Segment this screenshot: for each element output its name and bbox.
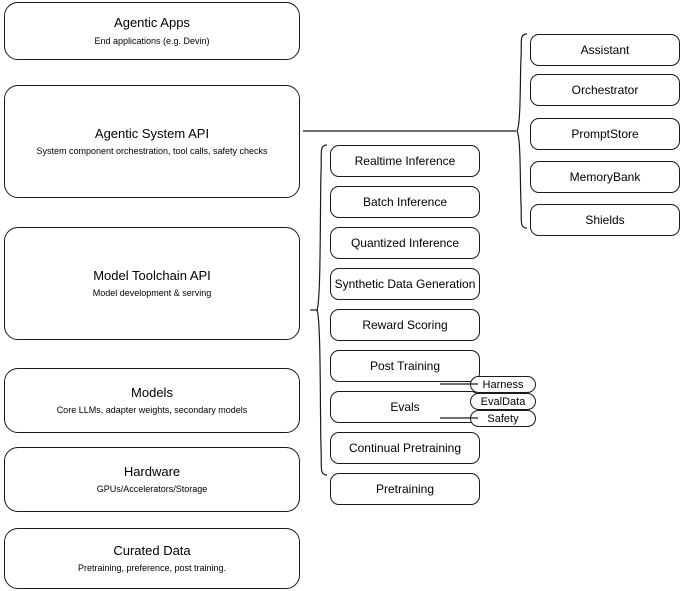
capability-label: Synthetic Data Generation bbox=[334, 276, 476, 291]
capability-label: Evals bbox=[390, 399, 420, 414]
layer-hardware[interactable]: Hardware GPUs/Accelerators/Storage bbox=[4, 447, 300, 512]
capability-batch-inference[interactable]: Batch Inference bbox=[330, 186, 480, 218]
badge-label: EvalData bbox=[480, 395, 526, 408]
capability-label: Batch Inference bbox=[362, 194, 448, 209]
capability-label: Quantized Inference bbox=[350, 235, 460, 250]
layer-subtitle: End applications (e.g. Devin) bbox=[94, 35, 210, 46]
capability-label: Pretraining bbox=[375, 481, 435, 496]
capability-continual-pretraining[interactable]: Continual Pretraining bbox=[330, 432, 480, 464]
layer-subtitle: Core LLMs, adapter weights, secondary mo… bbox=[56, 405, 248, 415]
capability-realtime-inference[interactable]: Realtime Inference bbox=[330, 145, 480, 177]
layer-title: Agentic Apps bbox=[114, 15, 190, 31]
layer-agentic-system-api[interactable]: Agentic System API System component orch… bbox=[4, 85, 300, 198]
component-promptstore[interactable]: PromptStore bbox=[530, 118, 680, 150]
badge-harness[interactable]: Harness bbox=[470, 376, 536, 393]
capability-synthetic-data-generation[interactable]: Synthetic Data Generation bbox=[330, 268, 480, 300]
layer-curated-data[interactable]: Curated Data Pretraining, preference, po… bbox=[4, 528, 300, 589]
layer-models[interactable]: Models Core LLMs, adapter weights, secon… bbox=[4, 368, 300, 433]
component-shields[interactable]: Shields bbox=[530, 204, 680, 236]
layer-title: Agentic System API bbox=[94, 125, 210, 141]
badge-label: Harness bbox=[482, 378, 524, 391]
layer-subtitle: Model development & serving bbox=[92, 288, 212, 298]
brace-system-components bbox=[516, 33, 528, 229]
component-label: Orchestrator bbox=[571, 82, 639, 97]
component-assistant[interactable]: Assistant bbox=[530, 34, 680, 66]
capability-evals[interactable]: Evals bbox=[330, 391, 480, 423]
capability-label: Realtime Inference bbox=[354, 153, 456, 168]
capability-reward-scoring[interactable]: Reward Scoring bbox=[330, 309, 480, 341]
capability-label: Reward Scoring bbox=[362, 317, 448, 332]
layer-title: Models bbox=[131, 384, 173, 400]
layer-subtitle: Pretraining, preference, post training. bbox=[77, 563, 227, 573]
brace-toolchain-capabilities bbox=[316, 144, 328, 476]
layer-title: Curated Data bbox=[113, 542, 191, 558]
capability-post-training[interactable]: Post Training bbox=[330, 350, 480, 382]
layer-model-toolchain-api[interactable]: Model Toolchain API Model development & … bbox=[4, 227, 300, 340]
badge-evaldata[interactable]: EvalData bbox=[470, 393, 536, 410]
component-label: MemoryBank bbox=[569, 169, 641, 184]
capability-label: Post Training bbox=[369, 358, 441, 373]
capability-label: Continual Pretraining bbox=[348, 440, 462, 455]
component-orchestrator[interactable]: Orchestrator bbox=[530, 74, 680, 106]
component-memorybank[interactable]: MemoryBank bbox=[530, 161, 680, 193]
layer-agentic-apps[interactable]: Agentic Apps End applications (e.g. Devi… bbox=[4, 2, 300, 60]
capability-quantized-inference[interactable]: Quantized Inference bbox=[330, 227, 480, 259]
component-label: Assistant bbox=[580, 42, 630, 57]
component-label: PromptStore bbox=[571, 126, 639, 141]
layer-title: Model Toolchain API bbox=[93, 267, 211, 283]
capability-pretraining[interactable]: Pretraining bbox=[330, 473, 480, 505]
layer-subtitle: GPUs/Accelerators/Storage bbox=[96, 484, 208, 494]
layer-title: Hardware bbox=[123, 463, 181, 479]
component-label: Shields bbox=[585, 212, 625, 227]
badge-label: Safety bbox=[487, 412, 519, 425]
badge-safety[interactable]: Safety bbox=[470, 410, 536, 427]
layer-subtitle: System component orchestration, tool cal… bbox=[36, 146, 268, 156]
